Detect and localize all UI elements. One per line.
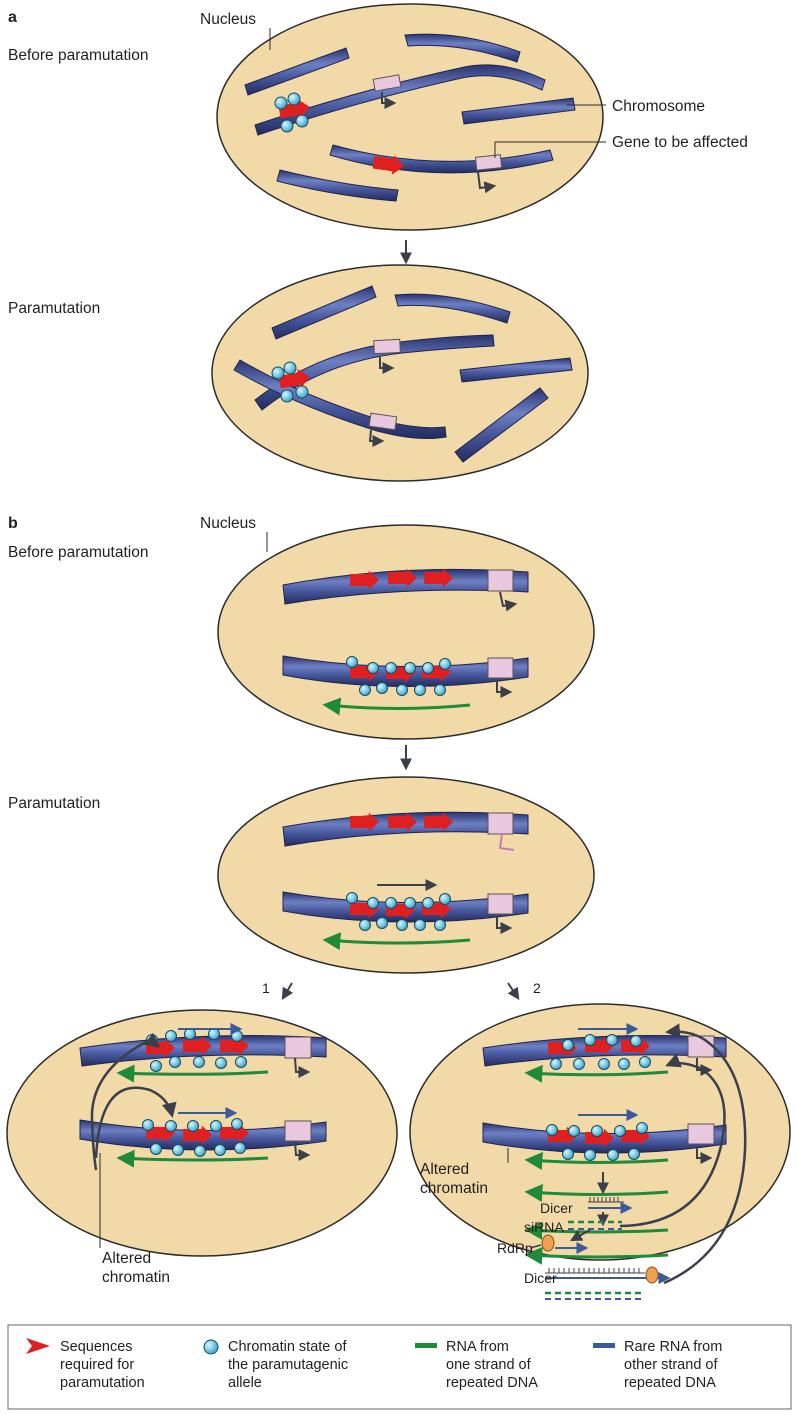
legend-2-line2: the paramutagenic bbox=[228, 1357, 348, 1373]
legend-1-line3: paramutation bbox=[60, 1375, 145, 1391]
nucleus-a2 bbox=[212, 265, 588, 481]
legend-1-line2: required for bbox=[60, 1357, 134, 1373]
stage-before-label: Before paramutation bbox=[8, 47, 148, 64]
path-2-label: 2 bbox=[533, 980, 541, 996]
nucleus-b4-path2 bbox=[410, 1004, 790, 1299]
altered-chromatin-2a: Altered bbox=[420, 1161, 469, 1178]
stage-paramutation-label: Paramutation bbox=[8, 300, 100, 317]
altered-chromatin-1a: Altered bbox=[102, 1250, 151, 1267]
rdrp-label: RdRp bbox=[497, 1240, 533, 1256]
legend-green-bar-icon bbox=[415, 1343, 437, 1348]
legend-cyan-circle-icon bbox=[204, 1340, 218, 1354]
legend-2-line3: allele bbox=[228, 1375, 262, 1391]
nucleus-b2 bbox=[218, 777, 594, 973]
chromosome-label: Chromosome bbox=[612, 98, 705, 115]
dicer-label-2: Dicer bbox=[524, 1270, 557, 1286]
panel-a-letter: a bbox=[8, 9, 17, 26]
legend-3-line2: one strand of bbox=[446, 1357, 532, 1373]
sirna-label: siRNA bbox=[524, 1219, 564, 1235]
arrow-path-1 bbox=[283, 983, 292, 998]
panel-b-letter: b bbox=[8, 515, 18, 532]
legend-4-line2: other strand of bbox=[624, 1357, 718, 1373]
nucleus-b1 bbox=[218, 525, 594, 739]
stage-before-label-b: Before paramutation bbox=[8, 544, 148, 561]
nucleus-label-b: Nucleus bbox=[200, 515, 256, 532]
nucleus-a1 bbox=[217, 4, 603, 230]
gene-label: Gene to be affected bbox=[612, 134, 748, 151]
stage-paramutation-label-b: Paramutation bbox=[8, 795, 100, 812]
dicer-label-1: Dicer bbox=[540, 1200, 573, 1216]
legend-3-line3: repeated DNA bbox=[446, 1375, 538, 1391]
legend-4-line1: Rare RNA from bbox=[624, 1339, 722, 1355]
arrow-path-2 bbox=[508, 983, 518, 998]
legend-1-line1: Sequences bbox=[60, 1339, 133, 1355]
altered-chromatin-2b: chromatin bbox=[420, 1180, 488, 1197]
altered-chromatin-1b: chromatin bbox=[102, 1269, 170, 1286]
legend-3-line1: RNA from bbox=[446, 1339, 509, 1355]
legend-blue-bar-icon bbox=[593, 1343, 615, 1348]
nucleus-b3-path1 bbox=[7, 1010, 397, 1256]
path-1-label: 1 bbox=[262, 980, 270, 996]
legend-4-line3: repeated DNA bbox=[624, 1375, 716, 1391]
legend-2-line1: Chromatin state of bbox=[228, 1339, 347, 1355]
nucleus-label-a: Nucleus bbox=[200, 11, 256, 28]
